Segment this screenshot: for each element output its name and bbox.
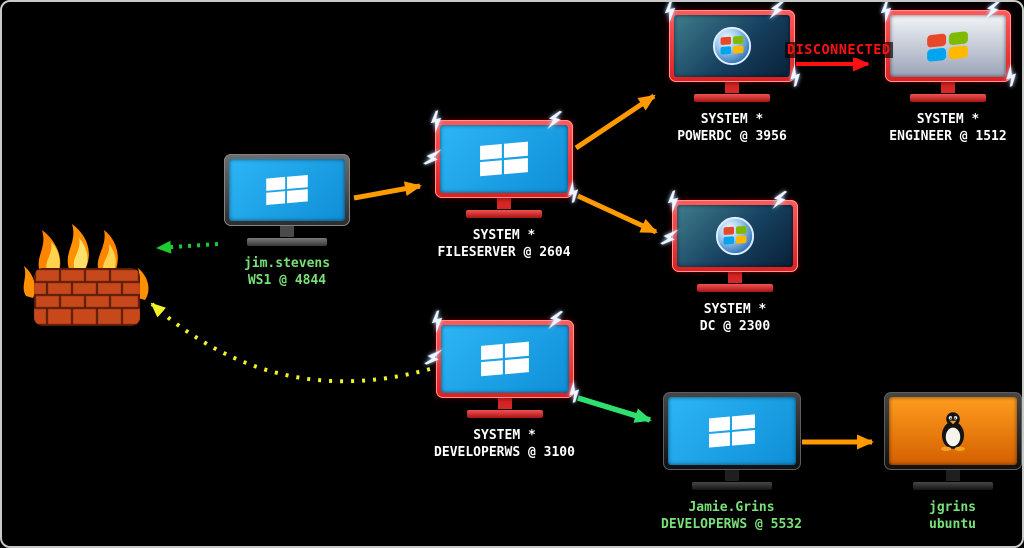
host-label: SYSTEM * DEVELOPERWS @ 3100 xyxy=(422,427,587,461)
host-node-fileserver[interactable]: SYSTEM * FILESERVER @ 2604 xyxy=(423,110,584,261)
host-address: DC @ 2300 xyxy=(699,319,771,334)
monitor-icon xyxy=(224,154,350,246)
host-label: SYSTEM * FILESERVER @ 2604 xyxy=(424,227,584,261)
host-node-jamiegrins[interactable]: Jamie.Grins DEVELOPERWS @ 5532 xyxy=(654,392,809,533)
host-address: POWERDC @ 3956 xyxy=(677,129,787,144)
host-address: FILESERVER @ 2604 xyxy=(437,245,571,260)
screen xyxy=(440,125,568,193)
windows-xp-logo-icon xyxy=(927,31,968,62)
link-fileserver-dc xyxy=(576,193,658,235)
screen xyxy=(229,159,345,221)
monitor-icon xyxy=(423,310,579,418)
windows-logo-icon xyxy=(480,141,528,177)
host-name: jim.stevens xyxy=(243,256,331,271)
host-name: Jamie.Grins xyxy=(688,500,775,515)
host-address: ubuntu xyxy=(929,517,976,532)
link-fileserver-powerdc xyxy=(574,93,656,151)
screen xyxy=(440,325,569,393)
windows-vista-orb-icon xyxy=(715,216,755,256)
host-node-ws1[interactable]: jim.stevens WS1 @ 4844 xyxy=(212,154,362,289)
windows-logo-icon xyxy=(266,174,308,206)
disconnected-label: DISCONNECTED xyxy=(785,42,893,58)
link-developerws-jamiegrins xyxy=(577,395,652,423)
host-label: Jamie.Grins DEVELOPERWS @ 5532 xyxy=(654,499,809,533)
firewall-node[interactable] xyxy=(12,220,160,334)
host-node-developerws[interactable]: SYSTEM * DEVELOPERWS @ 3100 xyxy=(422,310,587,461)
windows-vista-orb-icon xyxy=(712,26,752,66)
host-name: SYSTEM * xyxy=(473,428,536,443)
firewall-icon xyxy=(23,224,149,326)
host-address: ENGINEER @ 1512 xyxy=(889,129,1007,144)
host-node-engineer[interactable]: SYSTEM * ENGINEER @ 1512 xyxy=(874,2,1022,145)
host-node-dc[interactable]: SYSTEM * DC @ 2300 xyxy=(660,190,810,335)
host-label: SYSTEM * ENGINEER @ 1512 xyxy=(874,111,1022,145)
monitor-icon xyxy=(660,190,798,292)
host-label: SYSTEM * POWERDC @ 3956 xyxy=(657,111,807,145)
screen xyxy=(667,397,796,465)
windows-logo-icon xyxy=(708,414,755,448)
monitor-icon xyxy=(664,2,801,102)
monitor-icon xyxy=(662,392,801,490)
monitor-icon xyxy=(880,2,1017,102)
host-address: DEVELOPERWS @ 5532 xyxy=(661,517,802,532)
tux-icon xyxy=(940,412,965,452)
link-developerws-firewall xyxy=(150,302,431,384)
host-node-powerdc[interactable]: SYSTEM * POWERDC @ 3956 xyxy=(657,2,807,145)
monitor-icon xyxy=(883,392,1022,490)
monitor-icon xyxy=(423,110,579,218)
host-label: jgrins ubuntu xyxy=(880,499,1022,533)
link-ws1-firewall xyxy=(156,240,219,254)
host-label: SYSTEM * DC @ 2300 xyxy=(660,301,810,335)
screen xyxy=(677,205,793,267)
host-name: SYSTEM * xyxy=(472,228,536,243)
screen xyxy=(888,397,1017,465)
host-name: jgrins xyxy=(929,500,976,515)
host-name: SYSTEM * xyxy=(703,302,767,317)
host-name: SYSTEM * xyxy=(916,112,980,127)
screen xyxy=(674,15,790,77)
windows-logo-icon xyxy=(480,341,529,377)
host-node-jgrins[interactable]: jgrins ubuntu xyxy=(880,392,1022,533)
host-address: DEVELOPERWS @ 3100 xyxy=(434,445,575,460)
host-address: WS1 @ 4844 xyxy=(247,273,327,288)
link-ws1-fileserver xyxy=(353,181,422,201)
host-label: jim.stevens WS1 @ 4844 xyxy=(212,255,362,289)
host-name: SYSTEM * xyxy=(700,112,764,127)
screen xyxy=(890,15,1006,77)
